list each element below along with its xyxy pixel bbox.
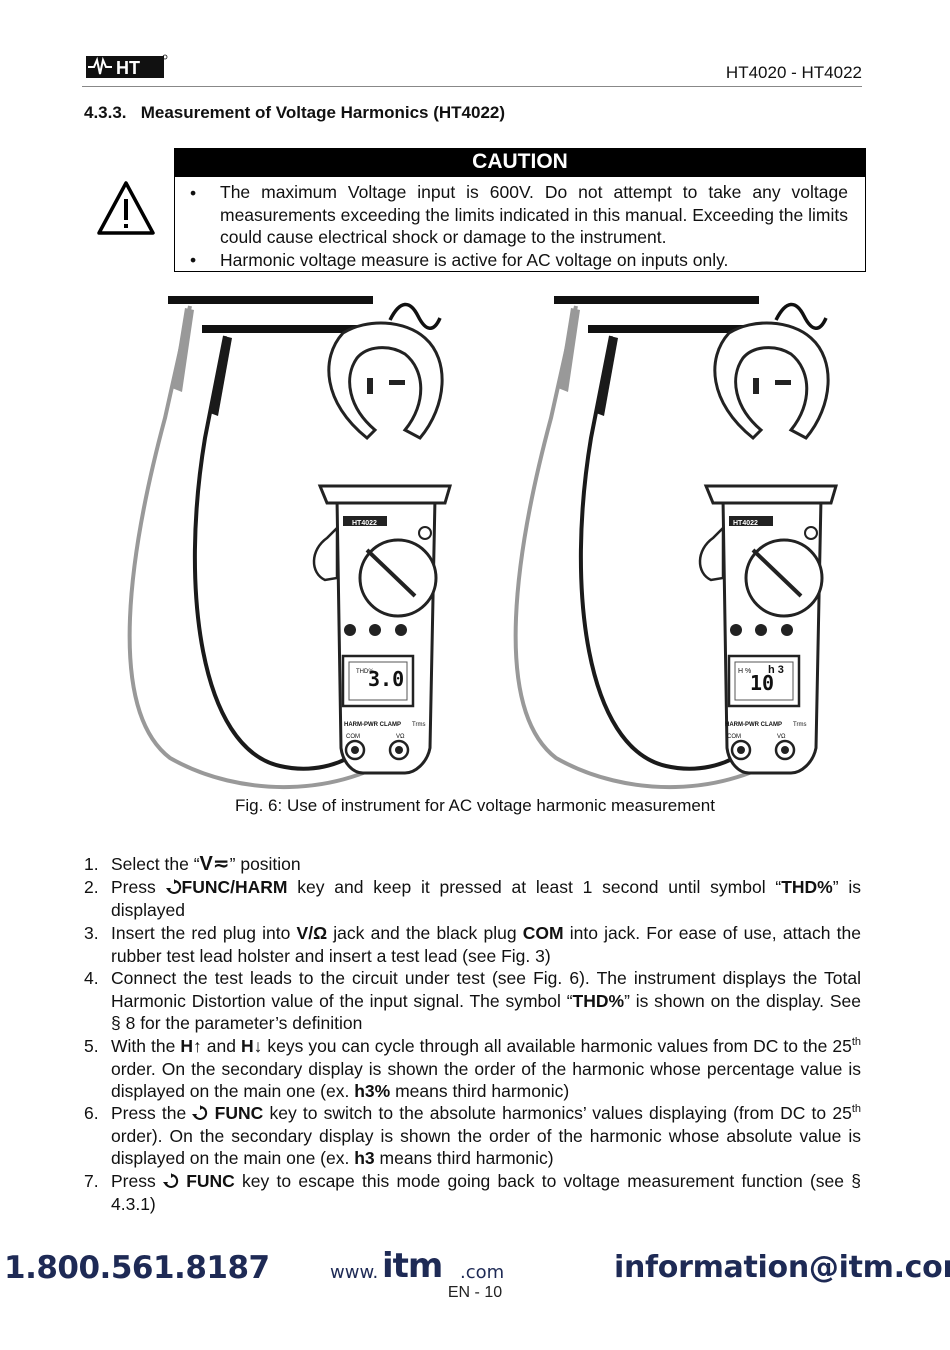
bullet: • bbox=[190, 250, 197, 270]
func-rotate-icon bbox=[162, 1173, 179, 1188]
svg-text:10: 10 bbox=[750, 671, 774, 695]
svg-text:Trms: Trms bbox=[412, 722, 425, 728]
voltage-ac-dc-symbol: V≂ bbox=[199, 853, 230, 875]
model-name: HT4020 - HT4022 bbox=[725, 63, 862, 82]
caution-item: The maximum Voltage input is 600V. Do no… bbox=[220, 182, 848, 247]
figure-clamp-meters: HT4022 3.0 THD% HARM-PWR CLAMP Trms COM … bbox=[127, 296, 838, 790]
svg-text:HARM-PWR CLAMP: HARM-PWR CLAMP bbox=[725, 722, 782, 728]
step-item: 1. Select the “V≂” position bbox=[84, 853, 301, 875]
page-number: EN - 10 bbox=[447, 1284, 503, 1301]
step-item: 7. Press FUNC key to escape this mode go… bbox=[84, 1171, 861, 1214]
svg-text:THD%: THD% bbox=[356, 669, 374, 675]
footer-website[interactable]: www. itm .com bbox=[330, 1246, 505, 1286]
svg-text:HT4022: HT4022 bbox=[352, 520, 377, 527]
caution-box bbox=[174, 176, 866, 272]
step-item: 5. With the H↑ and H↓ keys you can cycle… bbox=[84, 1036, 861, 1101]
step-item: 6. Press the FUNC key to switch to the a… bbox=[84, 1103, 861, 1168]
step-item: 3. Insert the red plug into V/Ω jack and… bbox=[84, 923, 861, 966]
svg-text:3.0: 3.0 bbox=[368, 667, 404, 691]
caution-item: Harmonic voltage measure is active for A… bbox=[220, 250, 729, 270]
svg-text:COM: COM bbox=[346, 734, 360, 740]
svg-text:COM: COM bbox=[727, 734, 741, 740]
itm-logo: itm bbox=[382, 1246, 443, 1286]
svg-text:HARM-PWR CLAMP: HARM-PWR CLAMP bbox=[344, 722, 401, 728]
figure-caption: Fig. 6: Use of instrument for AC voltage… bbox=[235, 796, 715, 815]
svg-text:HT4022: HT4022 bbox=[733, 520, 758, 527]
svg-text:HT: HT bbox=[116, 58, 140, 78]
bullet: • bbox=[190, 183, 197, 203]
warning-icon bbox=[97, 181, 155, 235]
caution-header: CAUTION bbox=[174, 148, 866, 176]
ht-logo: HT bbox=[86, 54, 168, 78]
func-rotate-icon bbox=[165, 879, 181, 894]
svg-text:H %: H % bbox=[738, 668, 751, 675]
svg-text:h 3: h 3 bbox=[768, 664, 784, 676]
svg-text:Trms: Trms bbox=[793, 722, 806, 728]
footer-phone[interactable]: 1.800.561.8187 bbox=[4, 1250, 270, 1286]
func-rotate-icon bbox=[192, 1105, 208, 1120]
step-item: 4. Connect the test leads to the circuit… bbox=[84, 968, 861, 1033]
footer-email[interactable]: information@itm.com bbox=[614, 1250, 950, 1285]
svg-text:VΩ: VΩ bbox=[777, 734, 786, 740]
step-item: 2. Press FUNC/HARM key and keep it press… bbox=[84, 877, 861, 920]
section-title: 4.3.3. Measurement of Voltage Harmonics … bbox=[84, 103, 506, 122]
svg-text:VΩ: VΩ bbox=[396, 734, 405, 740]
header-divider bbox=[82, 86, 862, 87]
